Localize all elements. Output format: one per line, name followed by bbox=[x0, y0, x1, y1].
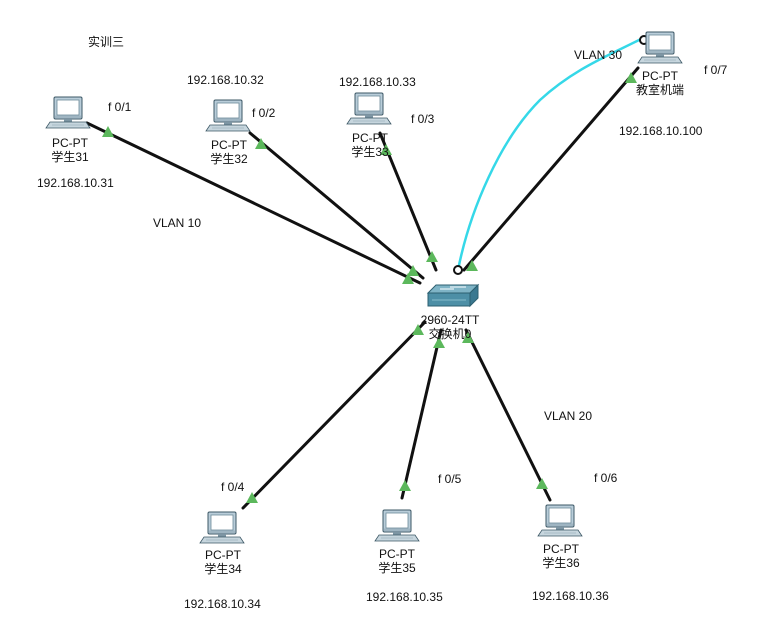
port-up-indicator bbox=[412, 324, 424, 335]
port-up-indicator bbox=[407, 265, 419, 276]
diagram-title: 实训三 bbox=[88, 35, 125, 49]
pc36-label: PC-PT 学生36 bbox=[542, 542, 579, 570]
console-cable[interactable] bbox=[456, 36, 644, 271]
port-up-indicator bbox=[246, 492, 258, 503]
link-teacher[interactable] bbox=[462, 66, 640, 272]
port-up-indicator bbox=[102, 126, 114, 137]
teacher-ip: 192.168.10.100 bbox=[619, 124, 703, 138]
pc35-name: 学生35 bbox=[378, 561, 416, 575]
pc36-ip: 192.168.10.36 bbox=[532, 589, 609, 603]
port-up-indicator bbox=[433, 337, 445, 348]
pc36-name: 学生36 bbox=[542, 556, 580, 570]
pc36-type: PC-PT bbox=[542, 542, 579, 556]
pc35-icon[interactable] bbox=[374, 509, 420, 542]
link-pc34[interactable] bbox=[241, 320, 427, 510]
pc34-type: PC-PT bbox=[204, 548, 241, 562]
pc31-name: 学生31 bbox=[51, 150, 89, 164]
port-up-indicator bbox=[380, 144, 392, 155]
teacher-port: f 0/7 bbox=[704, 63, 728, 77]
teacher-label: PC-PT 教室机端 bbox=[636, 69, 684, 97]
switch-label: 2960-24TT 交换机0 bbox=[421, 313, 480, 341]
pc33-type: PC-PT bbox=[351, 131, 388, 145]
pc32-type: PC-PT bbox=[210, 138, 247, 152]
pc35-type: PC-PT bbox=[378, 547, 415, 561]
pc35-label: PC-PT 学生35 bbox=[378, 547, 415, 575]
link-pc36[interactable] bbox=[464, 328, 552, 502]
port-up-indicator bbox=[466, 260, 478, 271]
pc33-name: 学生33 bbox=[351, 145, 389, 159]
pc35-port: f 0/5 bbox=[438, 472, 462, 486]
pc32-name: 学生32 bbox=[210, 152, 248, 166]
vlan10-label: VLAN 10 bbox=[153, 216, 202, 230]
port-up-indicator bbox=[462, 332, 474, 343]
pc33-icon[interactable] bbox=[346, 92, 392, 125]
teacher-name: 教室机端 bbox=[635, 83, 685, 97]
teacher-type: PC-PT bbox=[641, 69, 678, 83]
pc32-port: f 0/2 bbox=[252, 106, 276, 120]
port-up-indicator bbox=[426, 251, 438, 262]
console-connector-switch bbox=[453, 265, 463, 275]
pc35-ip: 192.168.10.35 bbox=[366, 590, 443, 604]
pc31-icon[interactable] bbox=[45, 96, 91, 129]
links bbox=[85, 66, 640, 510]
link-pc35[interactable] bbox=[400, 328, 443, 500]
pc34-label: PC-PT 学生34 bbox=[204, 548, 241, 576]
port-up-indicator bbox=[255, 138, 267, 149]
pc34-icon[interactable] bbox=[199, 511, 245, 544]
pc31-label: PC-PT 学生31 bbox=[51, 136, 88, 164]
pc32-label: PC-PT 学生32 bbox=[210, 138, 247, 166]
port-up-indicator bbox=[625, 72, 637, 83]
pc31-ip: 192.168.10.31 bbox=[37, 176, 114, 190]
pc34-name: 学生34 bbox=[204, 562, 242, 576]
pc36-icon[interactable] bbox=[537, 504, 583, 537]
link-pc32[interactable] bbox=[248, 131, 425, 280]
port-up-indicator bbox=[536, 478, 548, 489]
pc34-port: f 0/4 bbox=[221, 480, 245, 494]
switch-name: 交换机0 bbox=[428, 327, 472, 341]
pc33-port: f 0/3 bbox=[411, 112, 435, 126]
pc33-ip: 192.168.10.33 bbox=[339, 75, 416, 89]
port-up-indicator bbox=[399, 480, 411, 491]
port-up-indicator bbox=[402, 273, 414, 284]
pc31-port: f 0/1 bbox=[108, 100, 132, 114]
pc36-port: f 0/6 bbox=[594, 471, 618, 485]
link-pc31[interactable] bbox=[85, 121, 422, 285]
pc31-type: PC-PT bbox=[51, 136, 88, 150]
pc32-icon[interactable] bbox=[205, 99, 251, 132]
vlan20-label: VLAN 20 bbox=[544, 409, 593, 423]
port-indicators bbox=[102, 72, 637, 503]
vlan30-label: VLAN 30 bbox=[574, 48, 623, 62]
pc32-ip: 192.168.10.32 bbox=[187, 73, 264, 87]
switch-model: 2960-24TT bbox=[420, 313, 480, 327]
link-pc33[interactable] bbox=[378, 131, 438, 272]
pc34-ip: 192.168.10.34 bbox=[184, 597, 261, 611]
switch-icon[interactable] bbox=[426, 283, 480, 308]
pc33-label: PC-PT 学生33 bbox=[351, 131, 388, 159]
